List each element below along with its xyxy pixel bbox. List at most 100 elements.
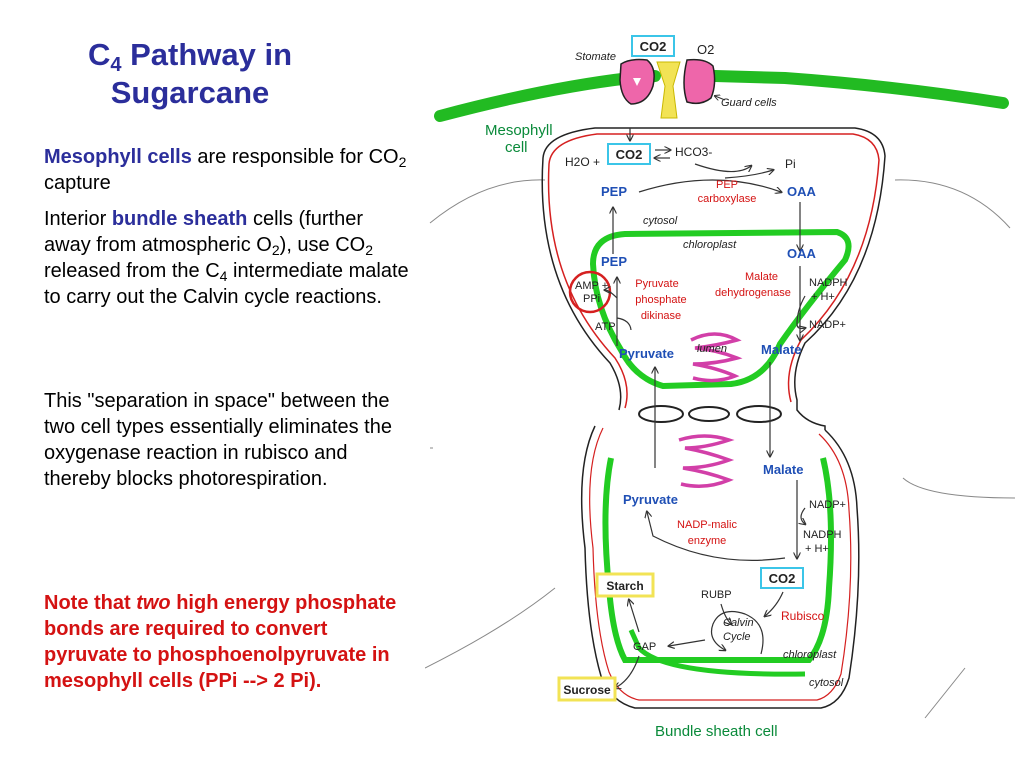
label-sucrose: Sucrose bbox=[563, 683, 611, 697]
label-nadp-malic-2: enzyme bbox=[688, 535, 727, 547]
neighbor-cell-outline bbox=[924, 667, 966, 719]
mesophyll-membrane-left bbox=[547, 163, 628, 409]
label-pep-1: PEP bbox=[601, 184, 627, 199]
label-pep-carboxylase-2: carboxylase bbox=[698, 193, 757, 205]
guard-cell-highlight bbox=[633, 78, 641, 86]
label-ppdk-3: dikinase bbox=[641, 310, 681, 322]
sucrose-box bbox=[557, 676, 617, 702]
arrow-malate-to-pyruvate bbox=[647, 512, 786, 561]
highlight-circle-amp-ppi bbox=[568, 270, 612, 314]
co2-box-top bbox=[631, 35, 675, 57]
arrow-nadph-to-nadp bbox=[796, 295, 805, 329]
mesophyll-chloroplast bbox=[589, 228, 852, 390]
calvin-cycle-loop bbox=[710, 611, 764, 655]
label-rubp: RUBP bbox=[701, 589, 732, 601]
label-rubisco: Rubisco bbox=[781, 609, 825, 623]
label-nadp-2: NADP+ bbox=[809, 499, 846, 511]
bundle-sheath-chloroplast-inner bbox=[628, 628, 806, 677]
label-pyruvate-2: Pyruvate bbox=[623, 492, 678, 507]
label-mesophyll-line1: Mesophyll bbox=[485, 122, 553, 139]
label-co2-top: CO2 bbox=[640, 39, 667, 54]
mesophyll-cell-wall-left bbox=[541, 157, 622, 411]
mesophyll-cell-wall bbox=[542, 127, 886, 430]
label-mesophyll-line2: cell bbox=[505, 139, 528, 156]
label-amp: AMP + bbox=[575, 280, 608, 292]
label-calvin-1: Calvin bbox=[723, 617, 754, 629]
arrow-rubp bbox=[720, 603, 731, 624]
arrow-gap-to-starch bbox=[629, 600, 640, 633]
thylakoid-stack-bundle-sheath bbox=[678, 434, 735, 488]
neighbor-cell-outline bbox=[894, 179, 1011, 229]
label-lumen: lumen bbox=[697, 343, 727, 355]
label-hco3: HCO3- bbox=[675, 145, 712, 159]
arrow-calvin-to-gap bbox=[669, 639, 706, 646]
arrow-pep-to-oaa bbox=[638, 179, 781, 192]
arrow-gap-to-sucrose bbox=[615, 655, 640, 688]
paragraph-mesophyll: Mesophyll cells are responsible for CO2 … bbox=[44, 146, 407, 194]
plasmodesma bbox=[688, 406, 730, 422]
arrow-nadp-to-nadph bbox=[801, 507, 805, 524]
c4-pathway-diagram: Stomate CO2 O2 Guard cells Mesophyll cel… bbox=[425, 35, 1015, 740]
label-ppdk-1: Pyruvate bbox=[635, 278, 678, 290]
paragraph-note: Note that two high energy phosphate bond… bbox=[44, 592, 397, 692]
label-pep-2: PEP bbox=[601, 254, 627, 269]
label-nadp-1: NADP+ bbox=[809, 319, 846, 331]
label-malate-dh-1: Malate bbox=[745, 271, 778, 283]
label-nadph-1b: + H+ bbox=[811, 291, 835, 303]
arrow-atp-in bbox=[616, 317, 632, 331]
label-oaa-2: OAA bbox=[787, 246, 817, 261]
label-nadp-malic-1: NADP-malic bbox=[677, 519, 737, 531]
label-h2o: H2O + bbox=[565, 155, 600, 169]
neighbor-cell-outline bbox=[425, 587, 556, 669]
thylakoid-stack-mesophyll bbox=[690, 332, 743, 383]
neighbor-cell-outline bbox=[429, 179, 546, 224]
label-cytosol-2: cytosol bbox=[809, 677, 844, 689]
label-atp: ATP bbox=[595, 321, 616, 333]
bundle-sheath-cell-wall bbox=[580, 425, 860, 709]
label-pep-carboxylase-1: PEP bbox=[716, 179, 738, 191]
label-guard-cells: Guard cells bbox=[721, 97, 777, 109]
label-nadph-2b: + H+ bbox=[805, 543, 829, 555]
label-chloroplast-2: chloroplast bbox=[783, 649, 837, 661]
plasmodesma bbox=[638, 405, 684, 423]
co2-box-bundle-sheath bbox=[760, 567, 804, 589]
paragraph-bundle-sheath: Interior bundle sheath cells (further aw… bbox=[44, 208, 409, 308]
label-stomate: Stomate bbox=[575, 51, 616, 63]
label-calvin-2: Cycle bbox=[723, 631, 751, 643]
label-cytosol-1: cytosol bbox=[643, 215, 678, 227]
neighbor-cell-outline bbox=[902, 477, 1015, 499]
label-gap: GAP bbox=[633, 641, 656, 653]
label-malate-2: Malate bbox=[763, 462, 803, 477]
mesophyll-membrane bbox=[548, 133, 880, 403]
label-pyruvate-1: Pyruvate bbox=[619, 346, 674, 361]
label-co2-bundle-sheath: CO2 bbox=[769, 571, 796, 586]
guard-cells-pointer bbox=[715, 96, 726, 100]
stomatal-pore bbox=[656, 61, 681, 119]
arrow-co2-to-calvin bbox=[765, 591, 784, 616]
label-co2-mesophyll: CO2 bbox=[616, 147, 643, 162]
label-chloroplast-1: chloroplast bbox=[683, 239, 737, 251]
label-ppi: PPi bbox=[583, 293, 600, 305]
leaf-surface-right bbox=[709, 70, 1009, 109]
label-nadph-2a: NADPH bbox=[803, 529, 842, 541]
arrow-to-pi bbox=[724, 170, 773, 179]
label-o2: O2 bbox=[697, 42, 714, 57]
co2-box-mesophyll bbox=[607, 143, 651, 165]
label-pi: Pi bbox=[785, 157, 796, 171]
label-malate-1: Malate bbox=[761, 342, 801, 357]
starch-box bbox=[595, 572, 655, 598]
label-ppdk-2: phosphate bbox=[635, 294, 686, 306]
arrow-amp-out bbox=[605, 290, 618, 299]
label-starch: Starch bbox=[606, 579, 643, 593]
bundle-sheath-chloroplast bbox=[602, 457, 834, 663]
plasmodesma bbox=[736, 405, 782, 423]
label-oaa-1: OAA bbox=[787, 184, 817, 199]
slide-title: C4 Pathway in Sugarcane bbox=[87, 37, 293, 110]
paragraph-separation: This "separation in space" between the t… bbox=[44, 390, 392, 490]
guard-cell-right bbox=[683, 58, 716, 105]
label-bundle-sheath-cell: Bundle sheath cell bbox=[655, 723, 778, 740]
arrow-hco3-down bbox=[694, 163, 751, 172]
bundle-sheath-membrane bbox=[589, 427, 852, 701]
label-malate-dh-2: dehydrogenase bbox=[715, 287, 791, 299]
label-nadph-1a: NADPH bbox=[809, 277, 848, 289]
